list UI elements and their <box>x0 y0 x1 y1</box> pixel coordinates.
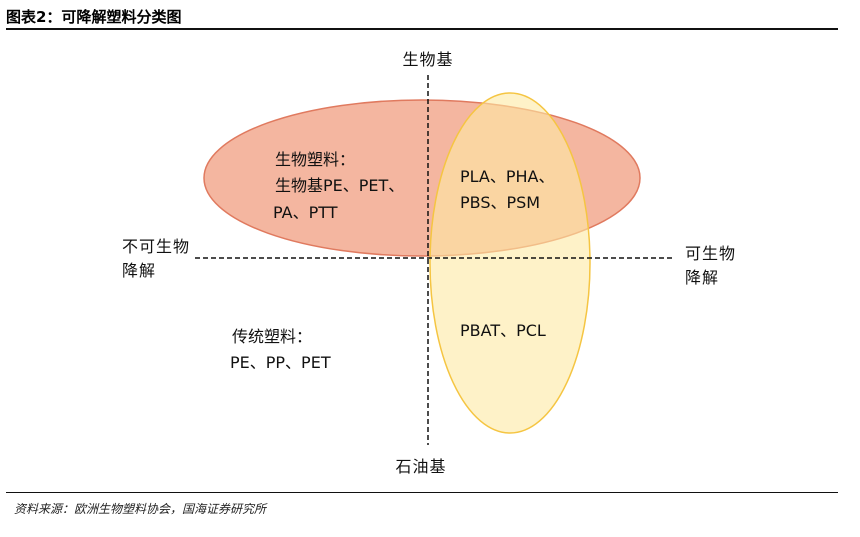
bio-plastic-label-line3: PA、PTT <box>273 203 338 222</box>
overlap-label-line1: PLA、PHA、 <box>460 167 555 186</box>
top-divider <box>6 28 838 30</box>
traditional-label-line2: PE、PP、PET <box>230 353 331 372</box>
traditional-label-line1: 传统塑料： <box>232 327 312 346</box>
axis-label-bottom: 石油基 <box>395 457 446 476</box>
axis-label-left-line2: 降解 <box>122 261 156 280</box>
axis-label-top: 生物基 <box>402 50 453 69</box>
axis-label-right-line1: 可生物 <box>685 244 736 263</box>
biodegradable-ellipse <box>429 92 591 434</box>
petro-degradable-label: PBAT、PCL <box>460 321 546 340</box>
bottom-divider <box>6 492 838 494</box>
axis-label-left-line1: 不可生物 <box>122 237 190 256</box>
axis-label-right-line2: 降解 <box>685 268 719 287</box>
source-note: 资料来源：欧洲生物塑料协会，国海证券研究所 <box>14 502 267 516</box>
figure-title: 图表2：可降解塑料分类图 <box>6 8 182 26</box>
bio-plastic-label-line1: 生物塑料： <box>275 150 355 169</box>
overlap-label-line2: PBS、PSM <box>460 193 540 212</box>
bio-plastic-label-line2: 生物基PE、PET、 <box>275 176 404 195</box>
